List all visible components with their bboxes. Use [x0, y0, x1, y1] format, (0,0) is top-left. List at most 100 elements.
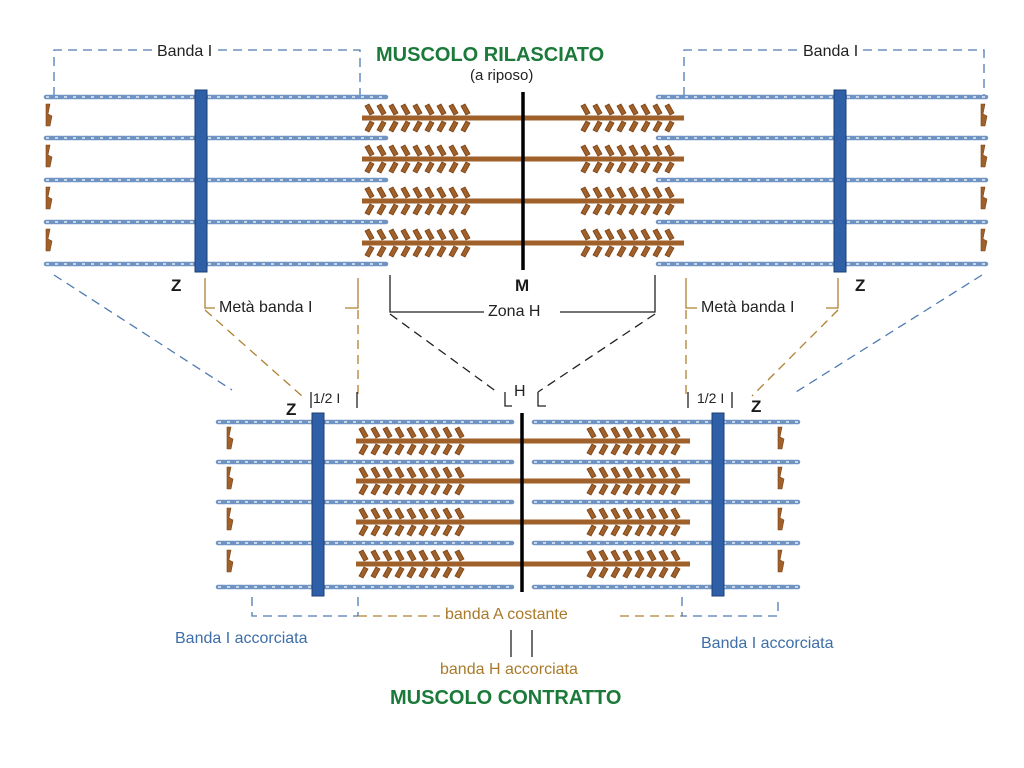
myosin-head	[406, 507, 417, 537]
relaxed-subtitle: (a riposo)	[470, 67, 534, 84]
edge-myosin-head	[226, 507, 234, 531]
myosin-head	[442, 507, 453, 537]
h-zone-bracket	[389, 275, 656, 313]
edge-myosin-head	[980, 103, 988, 127]
myosin-head	[364, 186, 375, 216]
myosin-head	[586, 507, 597, 537]
myosin-head	[604, 103, 615, 133]
myosin-head	[652, 186, 663, 216]
myosin-head	[622, 507, 633, 537]
contracted-z-right: Z	[751, 397, 762, 416]
myosin-head	[388, 186, 399, 216]
myosin-head	[448, 103, 459, 133]
contracted-sarcomere	[215, 412, 801, 597]
relaxed-z-right: Z	[855, 276, 866, 295]
myosin-head	[448, 186, 459, 216]
myosin-head	[382, 549, 393, 579]
edge-myosin-head	[45, 228, 53, 252]
myosin-head	[628, 103, 639, 133]
half-left-ticks	[310, 392, 358, 408]
myosin-head	[658, 507, 669, 537]
myosin-head	[646, 426, 657, 456]
myosin-head	[370, 507, 381, 537]
myosin-head	[664, 228, 675, 258]
myosin-head	[628, 228, 639, 258]
half-right-ticks	[687, 392, 733, 408]
myosin-head	[376, 228, 387, 258]
myosin-head	[604, 228, 615, 258]
myosin-head	[394, 426, 405, 456]
myosin-head	[436, 228, 447, 258]
myosin-head	[382, 507, 393, 537]
myosin-head	[604, 186, 615, 216]
myosin-head	[364, 228, 375, 258]
myosin-head	[430, 507, 441, 537]
myosin-head	[388, 228, 399, 258]
myosin-head	[664, 103, 675, 133]
myosin-head	[658, 426, 669, 456]
myosin-head	[598, 426, 609, 456]
left-band-i-label: Banda I	[154, 44, 216, 60]
myosin-head	[412, 144, 423, 174]
myosin-head	[592, 186, 603, 216]
myosin-head	[622, 466, 633, 496]
relaxed-title: MUSCOLO RILASCIATO	[376, 44, 605, 66]
projection-left-outer	[53, 274, 233, 391]
myosin-head	[358, 466, 369, 496]
myosin-head	[430, 426, 441, 456]
myosin-head	[670, 466, 681, 496]
myosin-head	[616, 228, 627, 258]
myosin-head	[628, 186, 639, 216]
myosin-head	[436, 186, 447, 216]
projection-right-z	[751, 309, 839, 397]
myosin-head	[658, 549, 669, 579]
half-band-left-bracket	[204, 278, 359, 309]
myosin-head	[646, 507, 657, 537]
myosin-head	[436, 103, 447, 133]
myosin-head	[418, 466, 429, 496]
myosin-head	[364, 144, 375, 174]
myosin-head	[370, 466, 381, 496]
myosin-head	[586, 426, 597, 456]
half-band-right-label: Metà banda I	[701, 299, 795, 316]
myosin-head	[586, 466, 597, 496]
myosin-head	[658, 466, 669, 496]
myosin-head	[592, 228, 603, 258]
contracted-title: MUSCOLO CONTRATTO	[390, 687, 622, 709]
relaxed-sarcomere	[43, 89, 989, 273]
myosin-head	[586, 549, 597, 579]
myosin-head	[610, 426, 621, 456]
h-band-label: banda H accorciata	[440, 661, 578, 678]
myosin-head	[598, 549, 609, 579]
myosin-head	[418, 549, 429, 579]
contracted-half-right: 1/2 I	[697, 390, 725, 406]
projection-h-left	[389, 313, 498, 393]
myosin-head	[400, 103, 411, 133]
myosin-head	[634, 549, 645, 579]
myosin-head	[442, 549, 453, 579]
myosin-head	[406, 466, 417, 496]
myosin-head	[382, 426, 393, 456]
myosin-head	[460, 144, 471, 174]
myosin-head	[454, 466, 465, 496]
myosin-head	[616, 144, 627, 174]
half-band-left-label: Metà banda I	[219, 299, 313, 316]
myosin-head	[400, 186, 411, 216]
myosin-head	[394, 549, 405, 579]
myosin-head	[616, 103, 627, 133]
myosin-head	[670, 507, 681, 537]
myosin-head	[664, 186, 675, 216]
contracted-z-left: Z	[286, 400, 297, 419]
myosin-head	[436, 144, 447, 174]
myosin-head	[670, 549, 681, 579]
myosin-head	[622, 426, 633, 456]
myosin-head	[382, 466, 393, 496]
myosin-head	[664, 144, 675, 174]
myosin-head	[640, 186, 651, 216]
myosin-head	[580, 103, 591, 133]
myosin-head	[424, 144, 435, 174]
myosin-head	[640, 144, 651, 174]
myosin-head	[670, 426, 681, 456]
